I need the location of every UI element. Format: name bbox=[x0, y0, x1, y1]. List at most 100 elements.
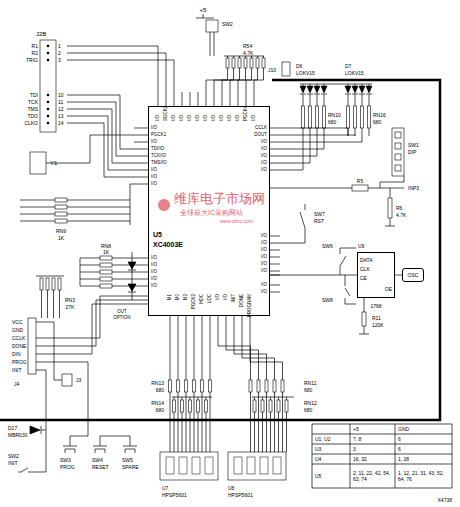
label-text: SW4 bbox=[92, 458, 103, 463]
label-text: 2, 11, 22, 42, 54, 63, 74 bbox=[353, 471, 393, 482]
label-text: DIN bbox=[12, 352, 21, 357]
resistor-symbol bbox=[181, 400, 184, 412]
label-text: I/O bbox=[180, 115, 185, 121]
resistor-symbol bbox=[209, 380, 212, 392]
resistor-symbol bbox=[265, 380, 268, 392]
wire bbox=[312, 424, 452, 488]
label-text: 14 bbox=[58, 121, 64, 126]
wire bbox=[270, 128, 280, 129]
resistor-symbol bbox=[193, 380, 196, 392]
wire bbox=[307, 86, 313, 93]
label-text: R11 bbox=[372, 316, 381, 321]
wire bbox=[250, 316, 251, 330]
wire bbox=[202, 330, 203, 452]
wire bbox=[366, 94, 372, 136]
label-text: J3 bbox=[76, 378, 81, 383]
label-text: I/O bbox=[261, 255, 267, 260]
label-text: SW8 bbox=[322, 298, 333, 303]
label-text: I/O bbox=[220, 115, 225, 121]
node-text: OSC bbox=[403, 273, 423, 278]
wire bbox=[59, 290, 60, 318]
digit-segment bbox=[273, 457, 281, 474]
resistor-symbol bbox=[273, 380, 276, 392]
label-text: HPSP5601 bbox=[162, 493, 187, 498]
label-text: D17 bbox=[8, 426, 17, 431]
wire bbox=[182, 92, 183, 106]
label-text: CLKO bbox=[24, 121, 38, 126]
wire bbox=[194, 330, 195, 452]
wire bbox=[300, 84, 372, 85]
label-text: RN8 bbox=[101, 244, 111, 249]
label-text: RN12 bbox=[304, 401, 317, 406]
wire bbox=[41, 290, 42, 318]
switch-slider bbox=[395, 132, 401, 138]
label-text: R54 bbox=[243, 44, 252, 49]
wire bbox=[242, 330, 275, 452]
label-text: J4 bbox=[14, 382, 19, 387]
wire bbox=[280, 136, 362, 142]
wire bbox=[321, 86, 327, 93]
wire bbox=[345, 275, 356, 304]
wire bbox=[270, 135, 280, 136]
label-text: LDC bbox=[208, 294, 213, 303]
label-text: 680 bbox=[304, 388, 312, 393]
resistor-symbol bbox=[55, 219, 67, 223]
resistor-symbol bbox=[238, 58, 241, 68]
wire bbox=[170, 330, 171, 452]
wire bbox=[270, 257, 280, 258]
label-text: I/O bbox=[151, 168, 157, 173]
wire bbox=[174, 92, 175, 106]
label-text: R5 bbox=[357, 179, 363, 184]
wire bbox=[385, 188, 395, 226]
wire bbox=[359, 86, 365, 93]
jumper-symbol bbox=[282, 62, 290, 76]
resistor-symbol bbox=[354, 106, 357, 128]
wire bbox=[128, 284, 136, 292]
wire bbox=[280, 204, 305, 243]
label-text: INP3 bbox=[408, 186, 419, 191]
resistor-symbol bbox=[58, 278, 61, 290]
wire bbox=[234, 316, 235, 330]
label-text: 4.7K bbox=[243, 51, 253, 56]
wire bbox=[242, 316, 243, 330]
label-text: I/O bbox=[261, 241, 267, 246]
wire bbox=[36, 276, 64, 277]
resistor-symbol bbox=[244, 58, 247, 68]
wire bbox=[186, 316, 187, 330]
label-text: I/O bbox=[212, 115, 217, 121]
label-text: MBR030 bbox=[8, 433, 27, 438]
label-text: SW1 bbox=[408, 143, 419, 148]
label-text: INIT bbox=[8, 461, 17, 466]
wire bbox=[30, 426, 40, 434]
resistor-symbol bbox=[249, 380, 252, 392]
switch-slider bbox=[395, 143, 401, 149]
resistor-symbol bbox=[177, 380, 180, 392]
wire bbox=[134, 300, 148, 301]
label-text: DIP bbox=[408, 150, 416, 155]
label-text: I/O bbox=[188, 115, 193, 121]
label-text: I/O bbox=[261, 248, 267, 253]
wire bbox=[270, 285, 280, 286]
led-display bbox=[160, 452, 218, 480]
wire bbox=[134, 258, 148, 259]
wire bbox=[20, 207, 130, 208]
label-text: J2B bbox=[36, 31, 46, 37]
wire bbox=[134, 279, 148, 280]
label-text: CE bbox=[360, 276, 367, 281]
label-text: I/O bbox=[151, 256, 157, 261]
label-text: TDI bbox=[30, 93, 38, 98]
label-text: U5 bbox=[315, 474, 321, 479]
wire bbox=[53, 290, 54, 318]
label-text: RN11 bbox=[304, 381, 316, 386]
label-text: SW6 bbox=[322, 244, 333, 249]
wire bbox=[63, 442, 77, 453]
resistor-symbol bbox=[257, 380, 260, 392]
label-text: I/O bbox=[261, 290, 267, 295]
label-text: I/O bbox=[151, 140, 157, 145]
wire bbox=[307, 94, 313, 136]
wire bbox=[250, 330, 283, 452]
wire bbox=[218, 316, 219, 330]
label-text: 13 bbox=[58, 114, 64, 119]
wire bbox=[278, 397, 279, 452]
wire bbox=[270, 156, 280, 157]
